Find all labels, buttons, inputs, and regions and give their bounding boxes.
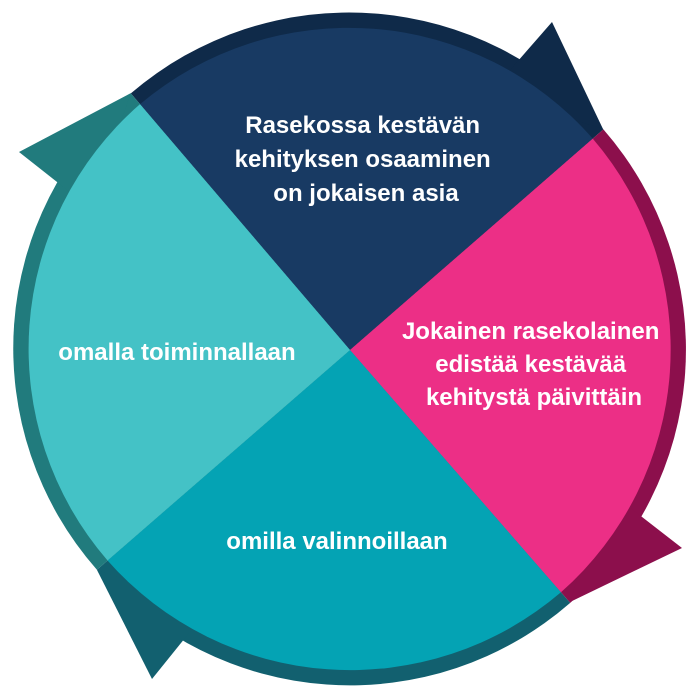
arrowhead-top-icon <box>490 22 603 129</box>
segment-right <box>350 138 671 593</box>
segment-bottom-line-1: omilla valinnoillaan <box>226 528 447 555</box>
segment-top-line-1: Rasekossa kestävän <box>245 112 480 139</box>
arrowhead-left-icon <box>19 93 131 208</box>
segment-left <box>28 104 350 561</box>
segment-left-line-1: omalla toiminnallaan <box>58 339 295 366</box>
segment-top-label: Rasekossa kestävän kehityksen osaaminen … <box>235 112 498 207</box>
segment-right-label: Jokainen rasekolainen edistää kestävää k… <box>402 318 666 411</box>
segment-top-line-3: on jokaisen asia <box>273 180 459 207</box>
segment-bottom-label: omilla valinnoillaan <box>226 528 447 555</box>
arrowhead-bottom-icon <box>97 570 210 679</box>
segment-left-label: omalla toiminnallaan <box>58 339 295 366</box>
segment-right-line-2: edistää kestävää <box>435 351 626 378</box>
segment-top <box>140 27 593 351</box>
segment-right-line-3: kehitystä päivittäin <box>426 384 642 411</box>
segment-top-line-2: kehityksen osaaminen <box>235 146 491 173</box>
segment-bottom <box>107 350 561 671</box>
segment-right-line-1: Jokainen rasekolainen <box>402 318 659 345</box>
